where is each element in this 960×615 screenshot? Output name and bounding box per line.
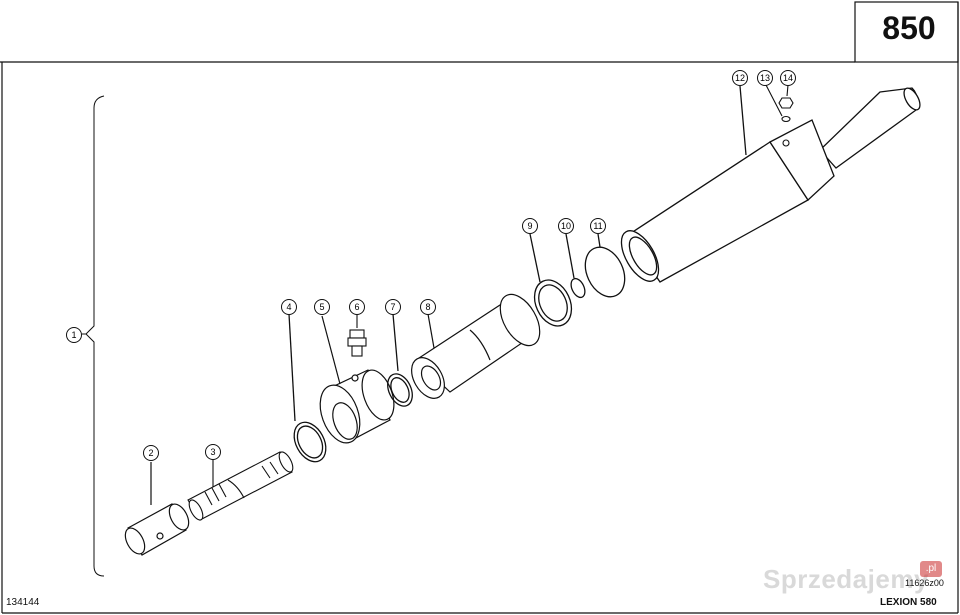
part-piston (411, 293, 541, 399)
callout-1-label: 1 (71, 330, 76, 340)
drawing-reference: 134144 (6, 597, 40, 608)
model-label: LEXION 580 (880, 597, 937, 608)
callout-13-label: 13 (760, 73, 770, 83)
part-fitting (347, 314, 367, 357)
callout-9: 9 (522, 218, 538, 234)
callout-3: 3 (205, 444, 221, 460)
diagram-reference: 11626z00 (905, 578, 944, 588)
callout-6: 6 (349, 299, 365, 315)
part-washer-and-nut (765, 84, 794, 147)
callout-3-label: 3 (210, 447, 215, 457)
callout-13: 13 (757, 70, 773, 86)
callout-10: 10 (558, 218, 574, 234)
callout-4-label: 4 (286, 302, 291, 312)
callout-7-label: 7 (390, 302, 395, 312)
callout-4: 4 (281, 299, 297, 315)
part-seal-10 (565, 233, 586, 299)
part-cylinder-barrel (620, 85, 921, 283)
callout-6-label: 6 (354, 302, 359, 312)
callout-1: 1 (66, 327, 82, 343)
watermark-text: Sprzedajemy (763, 564, 929, 594)
callout-14-label: 14 (783, 73, 793, 83)
part-gland (319, 315, 395, 444)
callout-2-label: 2 (148, 448, 153, 458)
callout-7: 7 (385, 299, 401, 315)
watermark-badge: .pl (920, 561, 942, 577)
part-seal-ring-4 (288, 313, 327, 463)
callout-5-label: 5 (319, 302, 324, 312)
page-number-box (854, 1, 959, 63)
callout-12-label: 12 (735, 73, 745, 83)
assembly-bracket (82, 95, 105, 577)
callout-9-label: 9 (527, 221, 532, 231)
callout-8-label: 8 (425, 302, 430, 312)
part-seal-ring-7 (387, 313, 413, 407)
callout-11: 11 (590, 218, 606, 234)
part-end-cap (124, 462, 190, 556)
callout-8: 8 (420, 299, 436, 315)
callout-11-label: 11 (593, 221, 602, 231)
part-piston-rod-end (187, 451, 294, 521)
part-seal-9 (529, 233, 573, 327)
page-number: 850 (882, 10, 936, 46)
callout-5: 5 (314, 299, 330, 315)
part-seal-11 (584, 233, 626, 298)
callout-14: 14 (780, 70, 796, 86)
callout-12: 12 (732, 70, 748, 86)
callout-10-label: 10 (561, 221, 571, 231)
callout-2: 2 (143, 445, 159, 461)
